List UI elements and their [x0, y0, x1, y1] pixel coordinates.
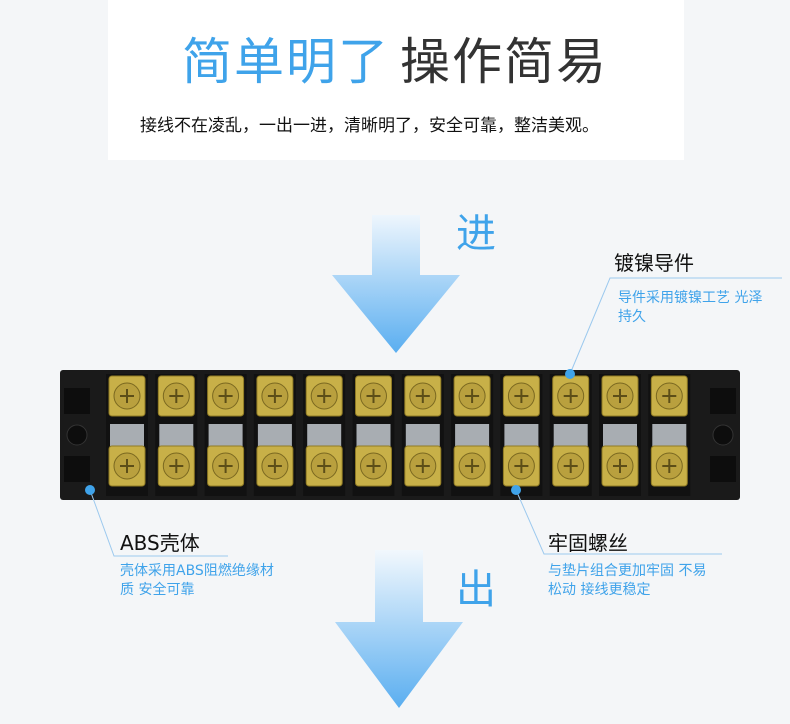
out-label: 出: [456, 567, 496, 613]
conductor-bar: [455, 424, 490, 446]
conductor-bar: [652, 424, 687, 446]
conductor-bar: [504, 424, 539, 446]
conductor-bar: [159, 424, 194, 446]
conductor-bar: [208, 424, 243, 446]
plating-leader-line: [565, 277, 782, 379]
plating-desc: 导件采用镀镍工艺 光泽持久: [618, 290, 763, 325]
contacts-group: [106, 374, 691, 496]
housing-leader-line: [85, 485, 228, 557]
in-label: 进: [456, 211, 496, 257]
header-panel: [108, 0, 684, 160]
conductor-bar: [356, 424, 391, 446]
title-rest: 操作简易: [400, 33, 608, 91]
housing-title: ABS壳体: [120, 531, 200, 555]
conductor-bar: [307, 424, 342, 446]
conductor-bar: [257, 424, 292, 446]
conductor-bar: [405, 424, 440, 446]
page-title: 简单明了操作简易: [0, 30, 790, 94]
screws-desc: 与垫片组合更加牢固 不易松动 接线更稳定: [548, 563, 707, 598]
title-highlight: 简单明了: [182, 33, 390, 91]
housing-desc: 壳体采用ABS阻燃绝缘材质 安全可靠: [120, 563, 274, 598]
plating-title: 镀镍导件: [614, 251, 694, 275]
conductor-bar: [553, 424, 588, 446]
screws-title: 牢固螺丝: [548, 531, 628, 555]
in-arrow-icon: [332, 215, 460, 353]
conductor-bar: [110, 424, 144, 446]
page-subtitle: 接线不在凌乱，一出一进，清晰明了，安全可靠，整洁美观。: [140, 116, 599, 136]
terminal-block-strip: [60, 370, 740, 500]
screws-leader-line: [511, 485, 722, 555]
conductor-bar: [603, 424, 637, 446]
out-arrow-icon: [335, 550, 463, 708]
